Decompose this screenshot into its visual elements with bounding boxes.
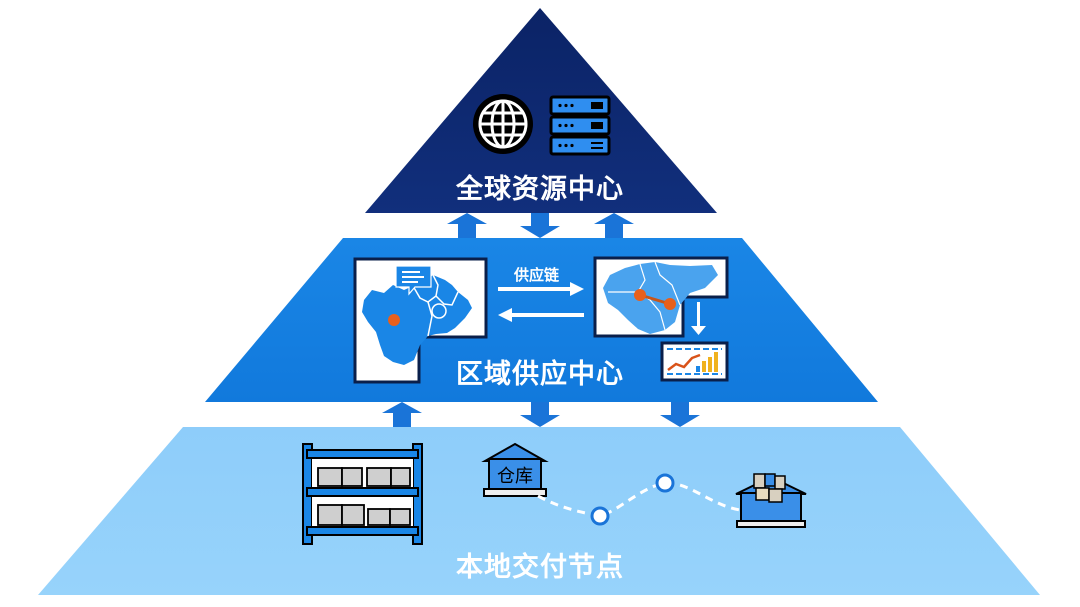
arrow-down-small-icon (691, 302, 706, 335)
layer-bottom-label: 本地交付节点 (456, 552, 624, 583)
delivery-house-icon (735, 473, 807, 528)
globe-icon (473, 94, 533, 154)
analytics-chart-icon (660, 341, 729, 382)
arrow-up-icon (447, 213, 487, 238)
route-waypoint-icon (655, 473, 675, 493)
arrow-up-icon (594, 213, 634, 238)
message-bubble-icon (395, 265, 432, 296)
region-map-route-icon (593, 256, 729, 338)
arrow-down-icon (520, 402, 560, 427)
arrow-down-icon (520, 213, 560, 238)
arrow-up-icon (382, 402, 422, 427)
supply-chain-label: 供应链 (514, 266, 560, 284)
supply-chain-arrows-icon (498, 282, 584, 322)
layer-middle-label: 区域供应中心 (456, 359, 624, 390)
layer-top-label: 全球资源中心 (456, 174, 624, 205)
warehouse-icon (481, 442, 549, 497)
server-rack-icon (549, 95, 611, 156)
layer-top-global (365, 8, 717, 213)
arrow-down-icon (660, 402, 700, 427)
warehouse-text: 仓库 (497, 466, 533, 487)
layer-bottom-local (38, 427, 1040, 595)
route-waypoint-icon (590, 506, 610, 526)
region-map-icon (353, 257, 488, 384)
delivery-route-path (537, 481, 741, 518)
storage-shelf-icon (302, 443, 423, 545)
